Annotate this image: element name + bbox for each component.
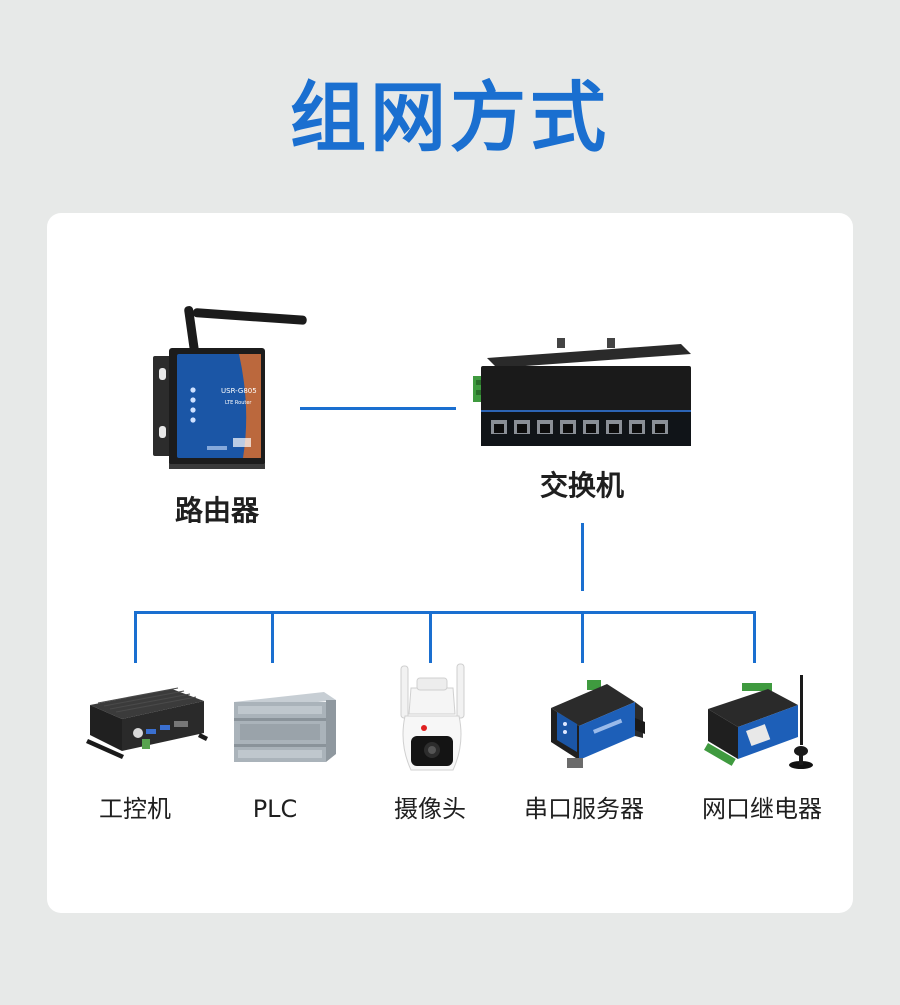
router-switch-link (300, 407, 456, 410)
camera-device (387, 658, 477, 778)
drop-line-ipc (134, 611, 137, 663)
drop-line-relay (753, 611, 756, 663)
switch-label: 交换机 (539, 469, 624, 502)
drop-line-serial-server (581, 611, 584, 663)
drop-line-plc (271, 611, 274, 663)
drop-line-camera (429, 611, 432, 663)
router-subtitle-label: LTE Router (225, 400, 252, 406)
router-label: 路由器 (174, 494, 259, 527)
industrial-pc-label: 工控机 (99, 795, 171, 823)
bus-line (134, 611, 756, 614)
serial-server-label: 串口服务器 (524, 795, 644, 823)
router-model-label: USR-G805 (221, 387, 257, 395)
page-title: 组网方式 (290, 73, 610, 162)
ethernet-relay-device (702, 673, 822, 773)
industrial-pc-device (82, 683, 212, 768)
diagram-card: USR-G805 LTE Router 路由器 (47, 213, 853, 913)
router-device: USR-G805 LTE Router (147, 298, 317, 473)
switch-trunk-line (581, 523, 584, 591)
camera-label: 摄像头 (394, 795, 466, 823)
ethernet-relay-label: 网口继电器 (702, 795, 822, 823)
serial-server-device (537, 678, 647, 773)
switch-device (467, 338, 697, 450)
plc-label: PLC (252, 795, 298, 823)
plc-device (230, 688, 340, 768)
